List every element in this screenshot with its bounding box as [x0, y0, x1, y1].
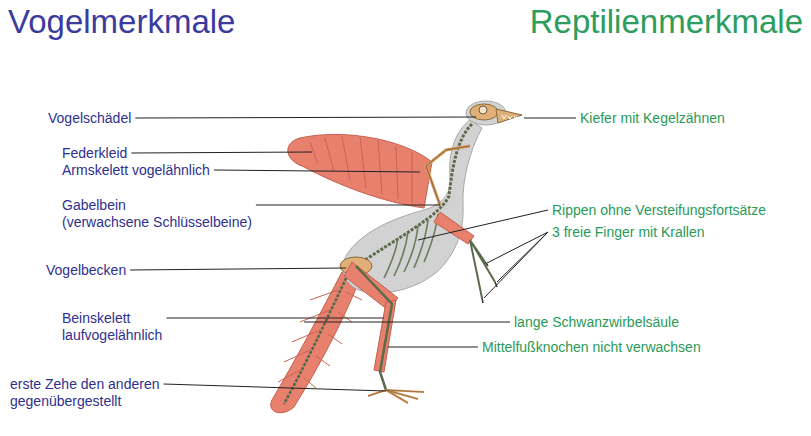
feature-label: Armskelett vogelähnlich — [62, 162, 210, 179]
feature-label: 3 freie Finger mit Krallen — [552, 224, 705, 241]
label-text: Federkleid — [62, 145, 127, 162]
label-text: 3 freie Finger mit Krallen — [552, 224, 705, 241]
label-text: Kiefer mit Kegelzähnen — [580, 110, 725, 127]
feature-label: erste Zehe den anderen gegenübergestellt — [10, 376, 159, 410]
leg-part — [368, 390, 424, 403]
label-text: lange Schwanzwirbelsäule — [514, 314, 679, 331]
leader-line — [256, 205, 440, 206]
tail-feathers-part — [271, 272, 358, 413]
feature-label: lange Schwanzwirbelsäule — [514, 314, 679, 331]
hand-with-claws — [434, 212, 497, 303]
label-text: Vogelbecken — [46, 262, 126, 279]
ribs — [384, 214, 438, 278]
ribs-part — [384, 214, 438, 278]
spine-part — [284, 270, 350, 404]
label-text: Gabelbein (verwachsene Schlüsselbeine) — [62, 197, 252, 231]
leader-line — [484, 232, 548, 298]
feature-label: Gabelbein (verwachsene Schlüsselbeine) — [62, 197, 252, 231]
leader-line — [166, 318, 384, 319]
leg-part — [356, 266, 392, 390]
hand-with-claws-part — [470, 240, 495, 298]
column-heading: Vogelmerkmale — [8, 2, 235, 42]
label-text: Reptilienmerkmale — [530, 2, 803, 42]
spine-part — [350, 124, 472, 270]
label-text: Armskelett vogelähnlich — [62, 162, 210, 179]
leader-line — [214, 170, 420, 172]
feature-label: Kiefer mit Kegelzähnen — [580, 110, 725, 127]
leader-line — [130, 268, 346, 270]
leader-line — [524, 118, 576, 119]
feature-label: Federkleid — [62, 145, 127, 162]
leader-line — [135, 117, 476, 118]
label-text: Mittelfußknochen nicht verwachsen — [482, 339, 701, 356]
skull — [470, 104, 522, 123]
wing-skeleton-part — [426, 146, 470, 205]
leader-line — [418, 210, 548, 240]
leader-line — [388, 347, 478, 348]
spine — [284, 124, 472, 404]
column-heading: Reptilienmerkmale — [530, 2, 803, 42]
feature-label: Rippen ohne Versteifungsfortsätze — [552, 202, 766, 219]
wing-feathers-part — [310, 136, 412, 203]
leader-line — [163, 384, 386, 391]
skull-part — [479, 106, 487, 114]
label-text: erste Zehe den anderen gegenübergestellt — [10, 376, 159, 410]
label-text: Vogelschädel — [48, 110, 131, 127]
leg — [344, 262, 424, 403]
tail-feathers-part — [278, 290, 362, 388]
leg-part — [368, 390, 424, 403]
label-text: Vogelmerkmale — [8, 2, 235, 42]
wing-skeleton — [426, 146, 470, 205]
leader-line — [487, 232, 548, 263]
feature-label: Vogelschädel — [48, 110, 131, 127]
leader-line — [304, 322, 510, 323]
leg-part — [374, 300, 396, 372]
skull-part — [496, 109, 522, 123]
leader-line — [131, 152, 312, 153]
feature-label: Mittelfußknochen nicht verwachsen — [482, 339, 701, 356]
skull-part — [502, 115, 517, 119]
label-text: Rippen ohne Versteifungsfortsätze — [552, 202, 766, 219]
label-text: Beinskelett laufvogelähnlich — [62, 310, 162, 344]
feature-label: Vogelbecken — [46, 262, 126, 279]
hand-with-claws-part — [482, 262, 497, 303]
tail-feathers — [271, 272, 362, 413]
skull-part — [470, 104, 498, 120]
wing-skeleton-part — [426, 146, 470, 205]
feature-label: Beinskelett laufvogelähnlich — [62, 310, 162, 344]
